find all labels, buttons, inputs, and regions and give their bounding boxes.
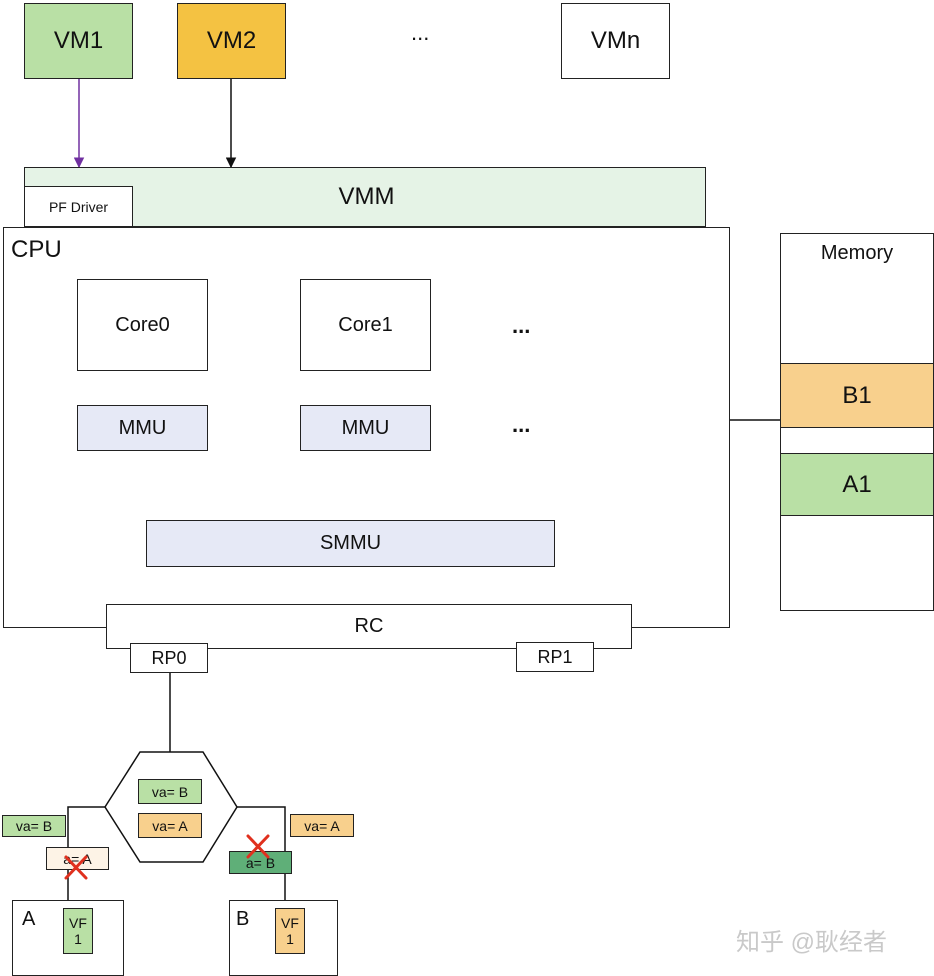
device-a-label: A [22,908,36,930]
right-port-b: a= B [229,851,292,874]
mmu0-box: MMU [77,405,208,451]
left-path-tag-va-b: va= B [2,815,66,837]
vf-label: VF [281,915,299,931]
mmu-ellipsis: ... [512,412,531,437]
vm1-box: VM1 [24,3,133,79]
core-ellipsis: ... [512,313,531,338]
device-a-vf: VF 1 [63,908,93,954]
vf-label: VF [69,915,87,931]
smmu-box: SMMU [146,520,555,567]
device-b-vf: VF 1 [275,908,305,954]
right-path-tag-va-a: va= A [290,814,354,837]
vf-index: 1 [74,931,82,947]
vf-index: 1 [286,931,294,947]
rp1-box: RP1 [516,642,594,672]
core1-box: Core1 [300,279,431,371]
device-b-label: B [236,908,250,930]
vm-ellipsis: ... [411,20,430,45]
memory-b1-region: B1 [780,363,934,428]
vmm-bar: VMM [24,167,706,227]
mmu1-box: MMU [300,405,431,451]
memory-a1-region: A1 [780,453,934,516]
pf-driver-box: PF Driver [24,186,133,227]
switch-tag-va-b: va= B [138,779,202,804]
cpu-label: CPU [11,236,62,263]
left-port-a: a= A [46,847,109,870]
vmn-box: VMn [561,3,670,79]
switch-tag-va-a: va= A [138,813,202,838]
rp0-box: RP0 [130,643,208,673]
vm2-box: VM2 [177,3,286,79]
pcie-switch-hexagon [104,751,238,863]
core0-box: Core0 [77,279,208,371]
watermark: 知乎 @耿经者 [736,929,888,956]
rc-box: RC [106,604,632,649]
